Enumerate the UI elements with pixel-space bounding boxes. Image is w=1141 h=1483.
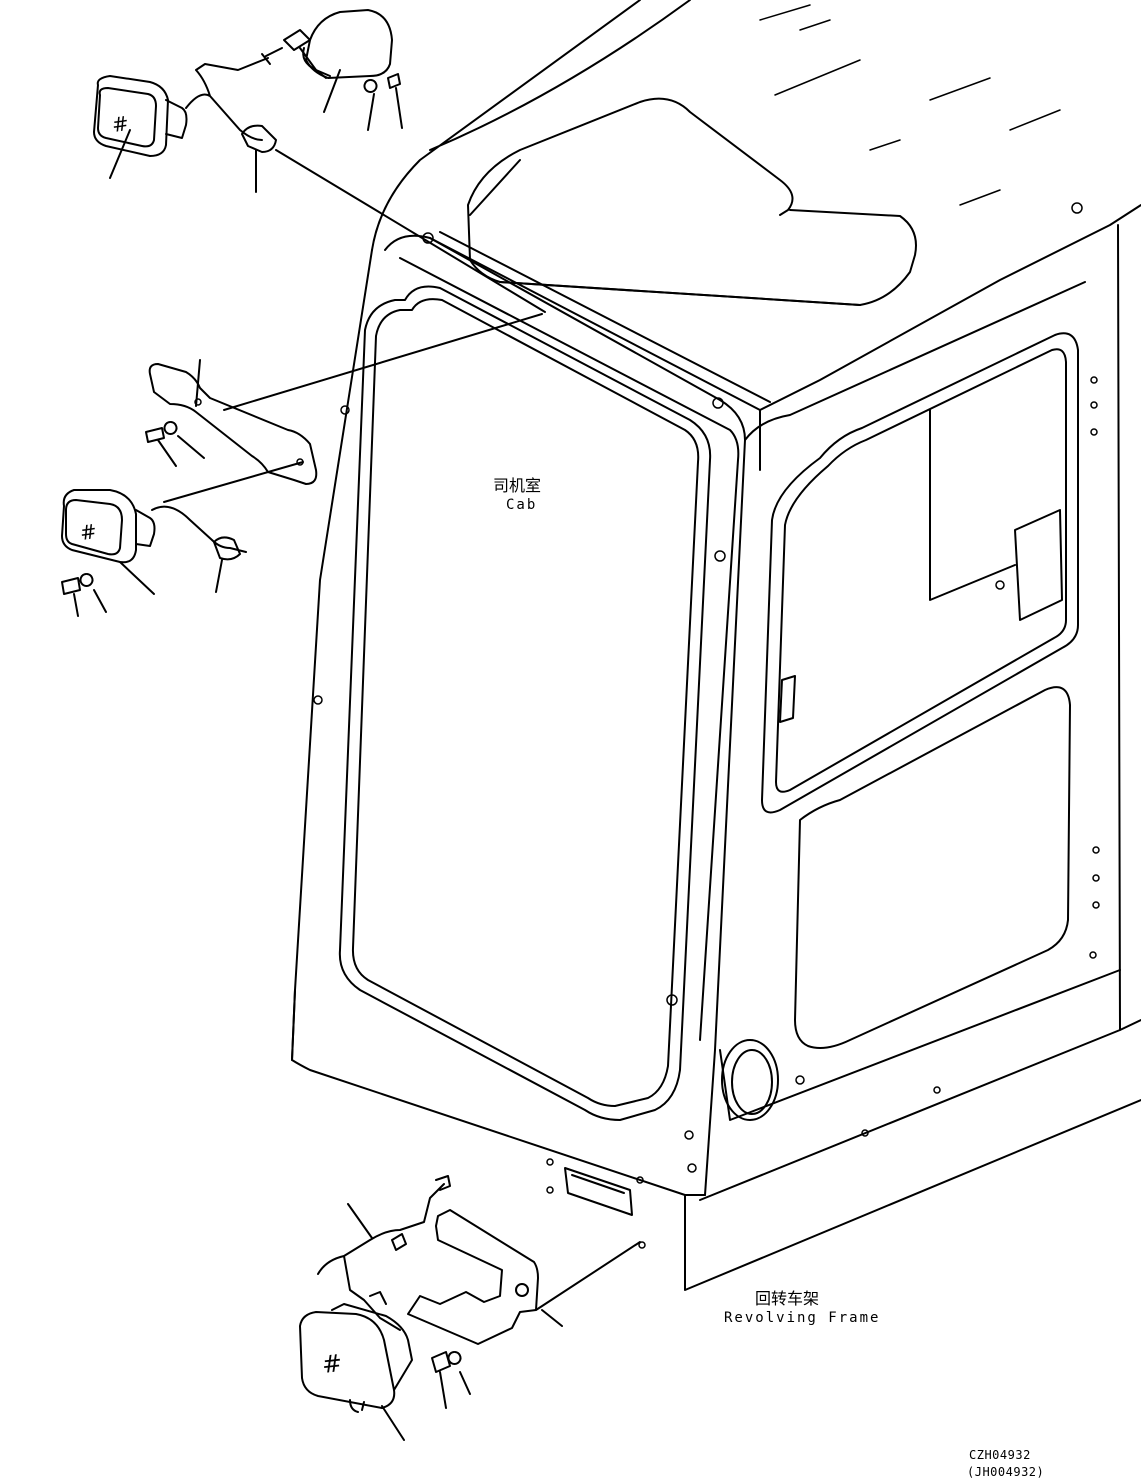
cab-label-en: Cab bbox=[506, 497, 538, 513]
side-handle bbox=[779, 675, 796, 723]
screw-top bbox=[363, 73, 401, 93]
bolt-bottom bbox=[431, 1351, 462, 1373]
front-window-inner bbox=[351, 298, 700, 1107]
leader-lines-mid bbox=[73, 359, 223, 617]
roof-lamp-bracket bbox=[302, 47, 327, 79]
frame-slot bbox=[564, 1167, 633, 1216]
lamp-bottom-side bbox=[331, 1303, 413, 1391]
cab-front-frame bbox=[384, 234, 746, 1196]
lamp-mid-cable bbox=[151, 505, 247, 553]
bracket-bottom-hole bbox=[515, 1283, 529, 1297]
bolt-mid-lamp bbox=[61, 573, 94, 595]
lamp-top-cable bbox=[185, 57, 269, 141]
front-window bbox=[338, 285, 712, 1121]
middle-lamp-assembly bbox=[61, 313, 543, 617]
cab-left-edge bbox=[291, 249, 373, 1061]
lamp-mid-base bbox=[135, 509, 156, 547]
bottom-connector bbox=[369, 1233, 407, 1305]
leader-bottom-to-frame bbox=[535, 1241, 641, 1311]
cab-side-edge bbox=[699, 224, 1121, 1201]
side-window-upper-inner bbox=[775, 348, 1067, 793]
cab-roof bbox=[371, 0, 1141, 411]
grommet-top bbox=[241, 124, 277, 153]
lamp-mid-lens bbox=[65, 499, 123, 556]
lamp-bottom-housing bbox=[299, 1311, 396, 1409]
side-window-lower bbox=[794, 686, 1071, 1049]
revolving-frame bbox=[291, 989, 1141, 1291]
top-lamp-assembly bbox=[93, 9, 546, 313]
bottom-lamp-assembly bbox=[299, 1175, 641, 1441]
speaker-grille-inner bbox=[731, 1049, 773, 1115]
drawing-code: CZH04932 bbox=[969, 1448, 1031, 1462]
lamp-mark-bottom: # bbox=[320, 1349, 344, 1379]
leader-top-to-cab bbox=[275, 149, 546, 313]
lamp-mark-top: # bbox=[110, 110, 131, 138]
leader-mid-to-cab bbox=[163, 313, 543, 503]
lamp-top-housing bbox=[93, 75, 169, 157]
connector-mid bbox=[213, 536, 241, 561]
leader-lines-bottom bbox=[347, 1203, 563, 1441]
connector-top bbox=[261, 29, 311, 65]
lamp-top-lens bbox=[97, 87, 157, 148]
lamp-bottom-feet bbox=[349, 1399, 365, 1413]
cab-label-cn: 司机室 bbox=[493, 476, 542, 495]
bottom-bracket bbox=[407, 1209, 539, 1345]
roof-hatch-inner bbox=[469, 159, 861, 306]
cab-body bbox=[291, 0, 1141, 1291]
roof-details bbox=[759, 4, 1061, 206]
drawing-code-alt: (JH004932) bbox=[967, 1465, 1045, 1479]
frame-label-cn: 回转车架 bbox=[755, 1289, 820, 1308]
frame-label-en: Revolving Frame bbox=[724, 1310, 881, 1326]
speaker-grille bbox=[721, 1039, 779, 1121]
side-window-latch bbox=[929, 409, 1063, 621]
cab-front-frame-inner bbox=[399, 257, 740, 1041]
lamp-top-base bbox=[165, 99, 188, 139]
leader-lines-top bbox=[109, 69, 403, 193]
bracket-hole-b bbox=[296, 458, 304, 466]
cab-rivets bbox=[313, 202, 1100, 1249]
lamp-mid-housing bbox=[61, 489, 137, 564]
roof-front-edge bbox=[429, 231, 771, 411]
bottom-harness bbox=[317, 1175, 451, 1331]
roof-hatch bbox=[467, 97, 917, 306]
bolt-mid-bracket bbox=[145, 421, 178, 443]
mounting-bracket bbox=[148, 363, 318, 485]
side-window-upper bbox=[761, 332, 1079, 814]
lamp-mark-middle: # bbox=[78, 518, 99, 546]
bracket-hole-a bbox=[194, 398, 202, 406]
